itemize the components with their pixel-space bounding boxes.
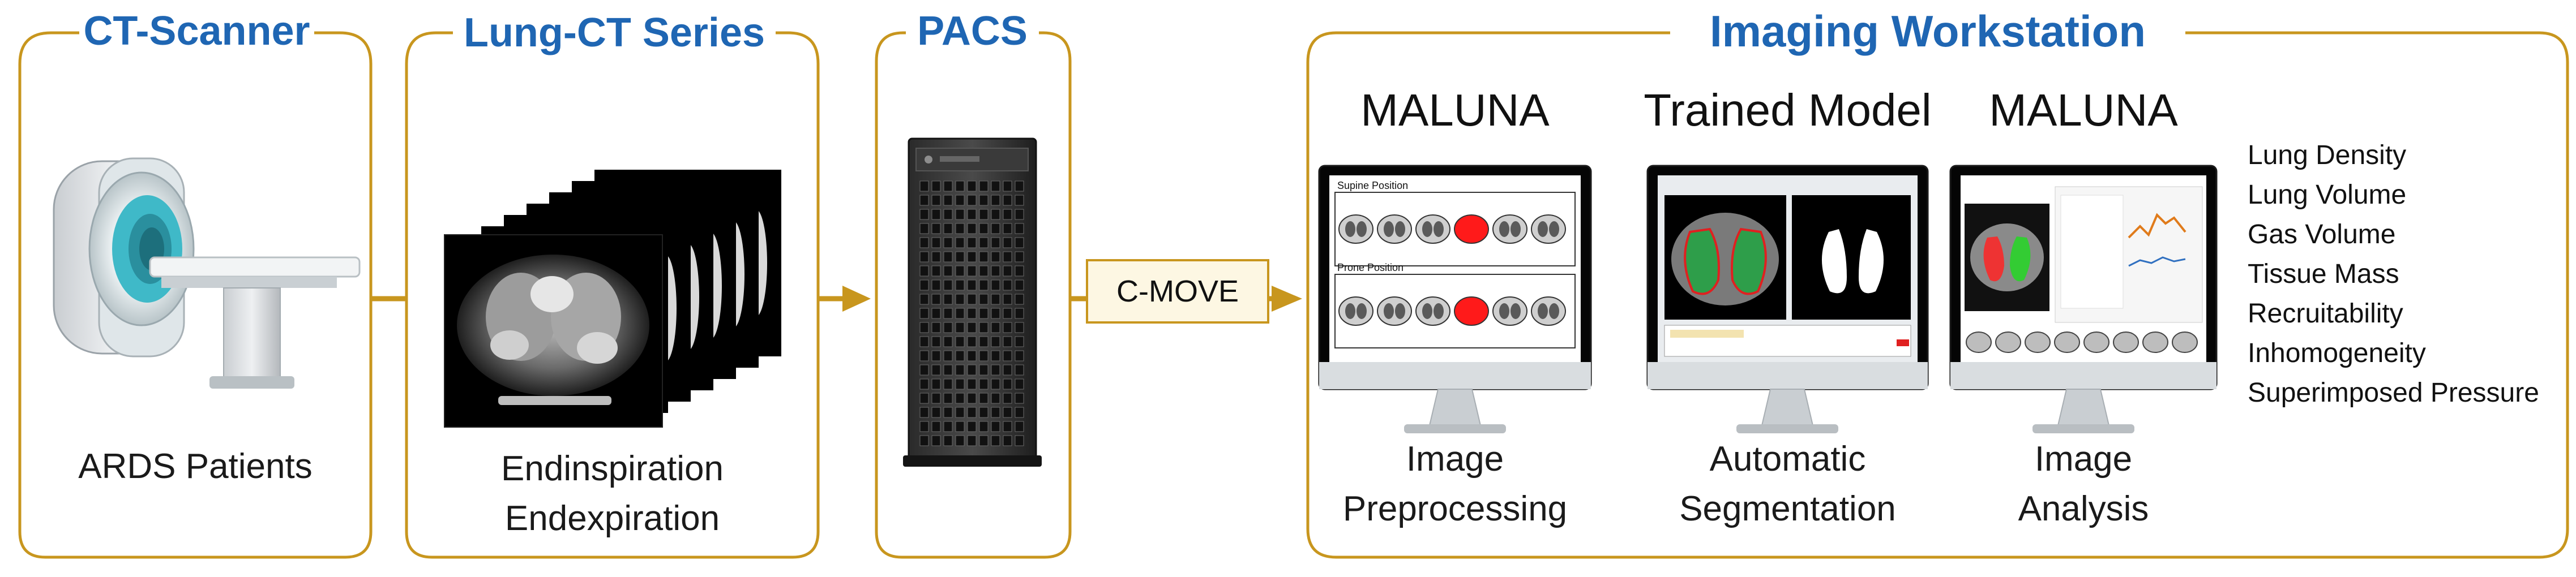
analysis-metrics-list: Lung Density Lung Volume Gas Volume Tiss… — [2248, 136, 2539, 413]
server-vent-grid — [919, 180, 1024, 446]
monitor-analysis — [1949, 165, 2218, 433]
stage-caption-lung-ct-series: Endinspiration Endexpiration — [406, 444, 818, 544]
frame-ct-scanner — [18, 31, 373, 559]
caption-line: Preprocessing — [1342, 489, 1568, 528]
monitor-caption-segmentation: Automatic Segmentation — [1648, 434, 1928, 534]
pacs-server-illustration — [903, 137, 1042, 467]
metric-item: Inhomogeneity — [2248, 338, 2426, 368]
ct-scanner-illustration — [53, 157, 361, 389]
arrowhead-pacs-workstation — [1272, 286, 1302, 312]
caption-line: Endexpiration — [504, 499, 720, 538]
screen-label-prone: Prone Position — [1337, 262, 1404, 273]
metric-item: Tissue Mass — [2248, 259, 2399, 289]
caption-line: Analysis — [2018, 489, 2149, 528]
metric-item: Recruitability — [2248, 299, 2403, 329]
c-move-label: C-MOVE — [1116, 274, 1239, 308]
caption-line: Endinspiration — [501, 449, 724, 488]
monitor-title-trained-model: Trained Model — [1644, 85, 1932, 135]
frame-pacs — [875, 31, 1072, 559]
frame-imaging-workstation — [1306, 31, 2569, 559]
c-move-box — [1086, 259, 1269, 324]
connectors — [371, 259, 1302, 324]
monitor-screen — [1329, 175, 1581, 362]
monitor-segmentation — [1646, 165, 1929, 433]
ct-slice-stack — [444, 170, 781, 428]
screen-label-supine: Supine Position — [1337, 180, 1409, 191]
table-pedestal — [223, 287, 281, 379]
arrowhead-series-pacs — [842, 286, 871, 312]
stage-frames — [18, 31, 2569, 559]
monitor-title-maluna-2: MALUNA — [1989, 85, 2178, 135]
stage-title-imaging-workstation: Imaging Workstation — [1710, 6, 2146, 56]
metric-item: Gas Volume — [2248, 219, 2396, 249]
stage-title-ct-scanner: CT-Scanner — [83, 8, 310, 54]
caption-line: Segmentation — [1679, 489, 1896, 528]
caption-line: Image — [2034, 440, 2133, 479]
caption-line: Automatic — [1709, 440, 1866, 479]
monitor-caption-preprocessing: Image Preprocessing — [1319, 434, 1591, 534]
stage-caption-ct-scanner: ARDS Patients — [20, 444, 371, 489]
patient-table — [149, 256, 361, 278]
monitor-preprocessing — [1318, 165, 1592, 433]
monitor-caption-analysis: Image Analysis — [1950, 434, 2216, 534]
caption-line: Image — [1406, 440, 1504, 479]
metric-item: Lung Density — [2248, 140, 2407, 170]
metric-item: Lung Volume — [2248, 180, 2407, 210]
stage-title-pacs: PACS — [917, 8, 1028, 54]
metric-item: Superimposed Pressure — [2248, 378, 2539, 408]
frame-lung-ct-series — [405, 31, 820, 559]
monitor-title-maluna-1: MALUNA — [1360, 85, 1550, 135]
stage-title-lung-ct-series: Lung-CT Series — [463, 10, 765, 55]
caption-line: ARDS Patients — [78, 447, 313, 486]
